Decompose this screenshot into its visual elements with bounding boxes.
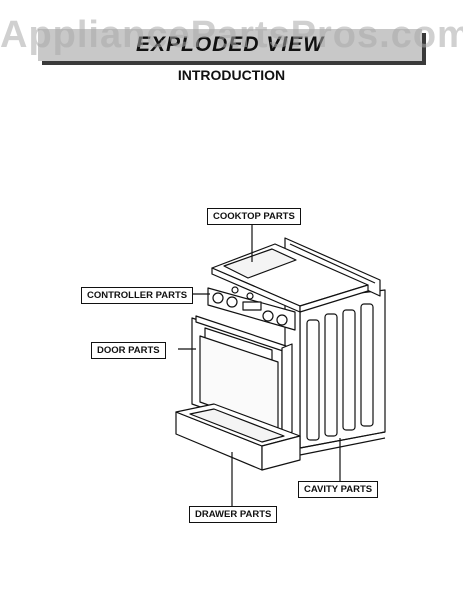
callout-cavity-parts: CAVITY PARTS (298, 481, 379, 498)
drawer (175, 403, 301, 471)
callout-drawer-parts: DRAWER PARTS (189, 506, 278, 523)
section-title: INTRODUCTION (177, 67, 286, 83)
header-bar: EXPLODED VIEW (38, 29, 422, 61)
watermark: AppliancePartsPros.com (0, 14, 463, 56)
cavity-body (284, 289, 386, 456)
callout-door-parts: DOOR PARTS (91, 342, 166, 359)
callout-controller-parts: CONTROLLER PARTS (81, 287, 194, 304)
controller-panel (207, 286, 296, 331)
cooktop (211, 243, 369, 313)
header-title: EXPLODED VIEW (135, 33, 325, 56)
callout-cooktop-parts: COOKTOP PARTS (207, 208, 301, 225)
